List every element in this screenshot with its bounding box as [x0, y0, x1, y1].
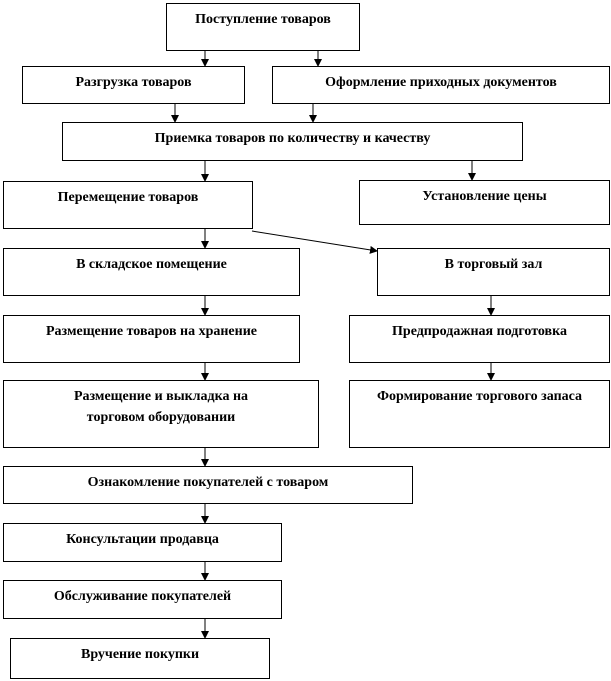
node-presale-prep: Предпродажная подготовка	[349, 315, 610, 363]
node-storage: Размещение товаров на хранение	[3, 315, 300, 363]
node-warehouse: В складское помещение	[3, 248, 300, 296]
node-documents: Оформление приходных документов	[272, 66, 610, 104]
node-stock-forming: Формирование торгового запаса	[349, 380, 610, 448]
node-movement: Перемещение товаров	[3, 181, 253, 229]
node-handover: Вручение покупки	[10, 638, 270, 679]
node-unloading: Разгрузка товаров	[22, 66, 245, 104]
node-service: Обслуживание покупателей	[3, 580, 282, 619]
node-goods-receipt: Поступление товаров	[166, 3, 360, 51]
arrow-connector	[251, 230, 378, 254]
node-acceptance: Приемка товаров по количеству и качеству	[62, 122, 523, 161]
node-familiarization: Ознакомление покупателей с товаром	[3, 466, 413, 504]
node-sales-floor: В торговый зал	[377, 248, 610, 296]
node-display: Размещение и выкладка на торговом оборуд…	[3, 380, 319, 448]
node-consultation: Консультации продавца	[3, 523, 282, 562]
node-pricing: Установление цены	[359, 180, 610, 225]
